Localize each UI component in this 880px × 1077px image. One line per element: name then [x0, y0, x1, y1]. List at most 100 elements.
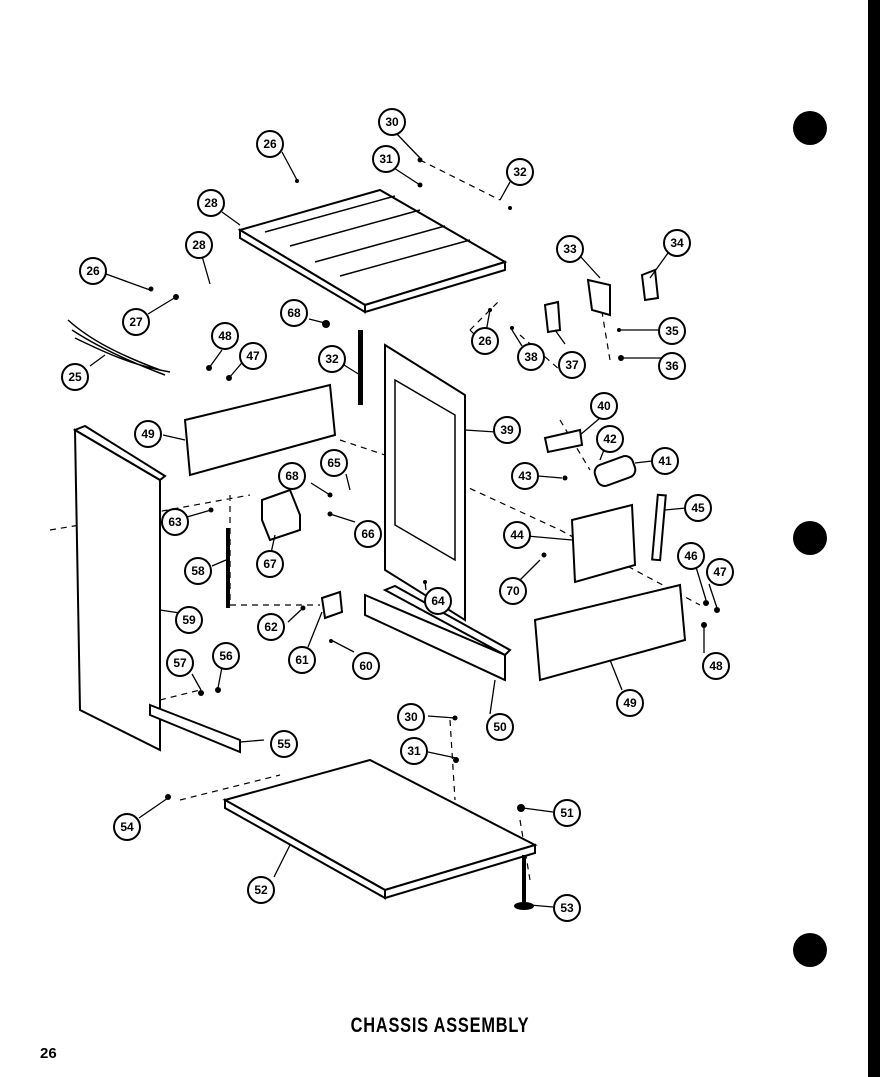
callout-9: 26 — [79, 257, 107, 285]
leveling-foot — [522, 855, 526, 905]
punch-hole-middle — [793, 521, 827, 555]
callout-28: 65 — [320, 449, 348, 477]
callout-52: 54 — [113, 813, 141, 841]
callout-5: 28 — [197, 189, 225, 217]
svg-text:62: 62 — [264, 620, 278, 634]
svg-text:54: 54 — [120, 820, 134, 834]
svg-text:50: 50 — [493, 720, 507, 734]
callout-13: 26 — [471, 327, 499, 355]
svg-text:63: 63 — [168, 515, 182, 529]
callout-3: 31 — [372, 145, 400, 173]
callout-6: 28 — [185, 231, 213, 259]
svg-text:48: 48 — [218, 329, 232, 343]
callout-26: 43 — [511, 462, 539, 490]
callout-48: 55 — [270, 730, 298, 758]
svg-text:51: 51 — [560, 806, 574, 820]
left-side-panel-flange — [72, 424, 167, 482]
top-cover — [237, 188, 508, 307]
callout-22: 49 — [134, 420, 162, 448]
callout-17: 35 — [658, 317, 686, 345]
rear-panel — [384, 343, 466, 622]
top-cover-ribs — [264, 195, 471, 277]
callout-47: 50 — [486, 713, 514, 741]
callout-1: 30 — [378, 108, 406, 136]
side-rail — [149, 703, 241, 754]
callout-35: 70 — [499, 577, 527, 605]
callout-15: 47 — [239, 342, 267, 370]
svg-text:30: 30 — [404, 710, 418, 724]
lower-front-panel — [533, 583, 687, 682]
callout-54: 53 — [553, 894, 581, 922]
base-rail — [364, 593, 506, 682]
callout-41: 61 — [288, 646, 316, 674]
rod-32 — [358, 330, 363, 405]
svg-text:57: 57 — [173, 656, 187, 670]
callout-40: 62 — [257, 613, 285, 641]
callout-21: 40 — [590, 392, 618, 420]
svg-text:32: 32 — [325, 352, 339, 366]
callout-39: 64 — [424, 587, 452, 615]
base-rail-top — [382, 584, 512, 657]
callout-8: 34 — [663, 229, 691, 257]
svg-text:66: 66 — [361, 527, 375, 541]
rod-58 — [226, 528, 230, 608]
callout-2: 26 — [256, 130, 284, 158]
svg-text:49: 49 — [623, 696, 637, 710]
rear-panel-opening — [394, 378, 456, 562]
callout-23: 39 — [493, 416, 521, 444]
callout-43: 48 — [702, 652, 730, 680]
bracket-37 — [543, 300, 562, 334]
callout-45: 56 — [212, 642, 240, 670]
callout-11: 25 — [61, 363, 89, 391]
svg-text:28: 28 — [192, 238, 206, 252]
bottom-pan-edge-front — [384, 843, 536, 900]
svg-text:47: 47 — [246, 349, 260, 363]
svg-text:67: 67 — [263, 557, 277, 571]
callout-4: 32 — [506, 158, 534, 186]
access-panel — [570, 503, 637, 584]
svg-text:34: 34 — [670, 236, 684, 250]
callout-31: 44 — [503, 521, 531, 549]
callout-36: 46 — [677, 542, 705, 570]
svg-text:41: 41 — [658, 454, 672, 468]
callout-16: 32 — [318, 345, 346, 373]
svg-text:28: 28 — [204, 196, 218, 210]
relay-box — [261, 488, 301, 542]
svg-text:49: 49 — [141, 427, 155, 441]
bracket-34 — [640, 268, 660, 302]
svg-text:40: 40 — [597, 399, 611, 413]
svg-text:39: 39 — [500, 423, 514, 437]
svg-text:31: 31 — [407, 744, 421, 758]
callout-30: 63 — [161, 508, 189, 536]
wire-harness — [67, 319, 171, 376]
callout-37: 47 — [706, 558, 734, 586]
left-side-panel — [73, 428, 161, 752]
svg-text:47: 47 — [713, 565, 727, 579]
callout-20: 36 — [658, 352, 686, 380]
svg-text:32: 32 — [513, 165, 527, 179]
callout-29: 45 — [684, 494, 712, 522]
callout-12: 68 — [280, 299, 308, 327]
svg-text:38: 38 — [524, 350, 538, 364]
bracket-33 — [586, 278, 611, 317]
svg-text:60: 60 — [359, 659, 373, 673]
svg-text:48: 48 — [709, 659, 723, 673]
svg-text:36: 36 — [665, 359, 679, 373]
svg-text:46: 46 — [684, 549, 698, 563]
callout-27: 68 — [278, 462, 306, 490]
callout-25: 41 — [651, 447, 679, 475]
callout-32: 66 — [354, 520, 382, 548]
callout-44: 57 — [166, 649, 194, 677]
punch-hole-top — [793, 111, 827, 145]
bracket-strip — [651, 493, 667, 562]
leader-lines — [89, 131, 718, 908]
svg-text:68: 68 — [287, 306, 301, 320]
callout-10: 27 — [122, 308, 150, 336]
bracket-40 — [543, 428, 584, 454]
svg-text:52: 52 — [254, 883, 268, 897]
svg-text:35: 35 — [665, 324, 679, 338]
callout-53: 52 — [247, 876, 275, 904]
callout-18: 38 — [517, 343, 545, 371]
